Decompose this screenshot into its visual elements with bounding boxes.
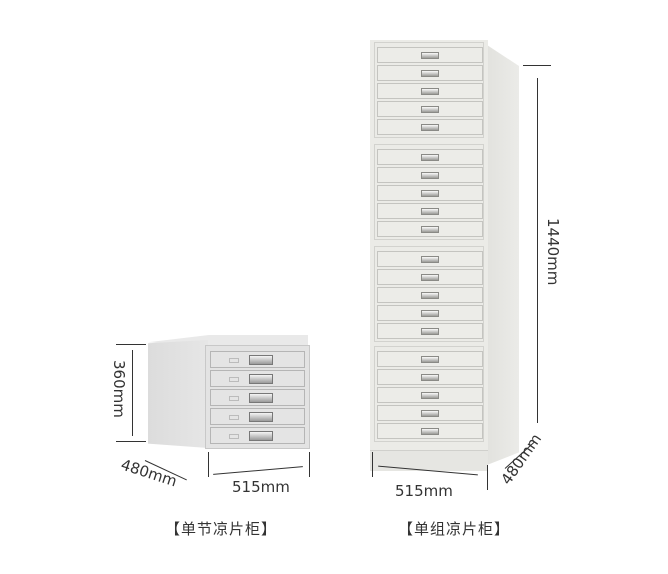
dim-tick — [487, 465, 488, 490]
handle-icon — [421, 106, 439, 113]
small-width-label: 515mm — [232, 478, 290, 496]
handle-icon — [421, 88, 439, 95]
caption-single-group: 【单组凉片柜】 — [398, 520, 511, 538]
label-holder-icon — [229, 434, 239, 439]
small-cabinet-front — [205, 345, 310, 449]
handle-icon — [421, 52, 439, 59]
handle-icon — [421, 428, 439, 435]
label-holder-icon — [229, 415, 239, 420]
handle-icon — [421, 190, 439, 197]
cabinet-base — [370, 450, 488, 471]
handle-icon — [421, 226, 439, 233]
handle-icon — [421, 172, 439, 179]
handle-icon — [421, 292, 439, 299]
handle-icon — [421, 70, 439, 77]
small-height-label: 360mm — [110, 360, 128, 418]
handle-icon — [421, 256, 439, 263]
height-arrow-icon — [537, 78, 538, 423]
drawer — [210, 389, 305, 406]
handle-icon — [421, 356, 439, 363]
cabinet-section — [374, 144, 484, 240]
handle-icon — [249, 412, 273, 422]
handle-icon — [421, 374, 439, 381]
handle-icon — [421, 208, 439, 215]
drawer — [210, 351, 305, 368]
handle-icon — [249, 374, 273, 384]
tall-height-label: 1440mm — [544, 218, 562, 286]
cabinet-section — [374, 42, 484, 138]
handle-icon — [421, 392, 439, 399]
dim-tick — [208, 452, 209, 477]
small-depth-label: 480mm — [118, 455, 180, 491]
handle-icon — [421, 310, 439, 317]
label-holder-icon — [229, 377, 239, 382]
label-holder-icon — [229, 358, 239, 363]
drawer — [210, 427, 305, 444]
dim-tick — [523, 65, 551, 66]
drawer — [210, 408, 305, 425]
dim-tick — [309, 452, 310, 477]
handle-icon — [421, 410, 439, 417]
handle-icon — [249, 355, 273, 365]
tall-cabinet-side — [487, 45, 519, 465]
dim-tick — [116, 344, 146, 345]
label-holder-icon — [229, 396, 239, 401]
caption-single-section: 【单节凉片柜】 — [165, 520, 278, 538]
dim-tick — [116, 441, 146, 442]
handle-icon — [421, 124, 439, 131]
drawer — [210, 370, 305, 387]
cabinet-section — [374, 346, 484, 442]
handle-icon — [421, 154, 439, 161]
height-arrow-icon — [132, 350, 133, 436]
handle-icon — [249, 393, 273, 403]
width-arrow-icon — [213, 466, 303, 475]
tall-cabinet-front — [370, 40, 488, 471]
tall-width-label: 515mm — [395, 482, 453, 500]
cabinet-section — [374, 246, 484, 342]
handle-icon — [421, 274, 439, 281]
small-cabinet-side — [148, 340, 208, 448]
handle-icon — [421, 328, 439, 335]
dim-tick — [372, 452, 373, 477]
handle-icon — [249, 431, 273, 441]
